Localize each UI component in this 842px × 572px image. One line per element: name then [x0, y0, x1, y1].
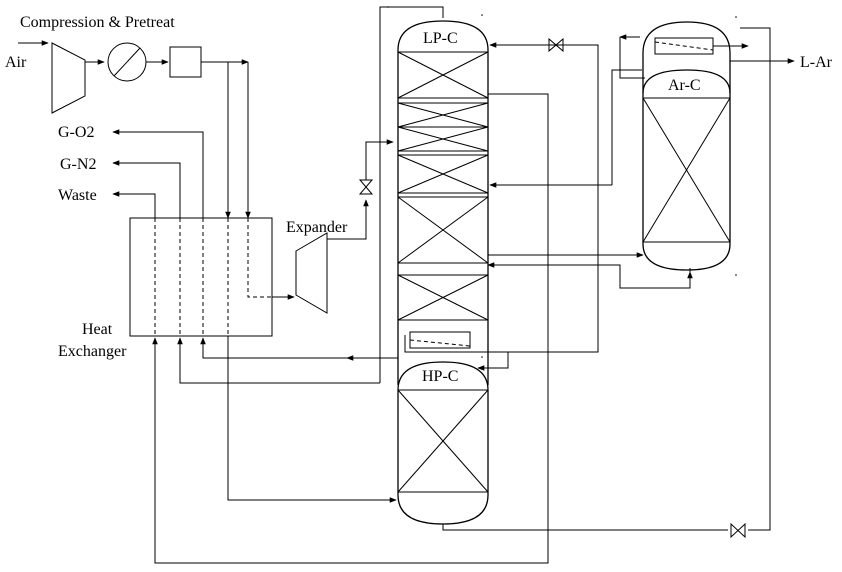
- lp-c-label: LP-C: [423, 30, 458, 47]
- expander-outlet-line: [327, 199, 369, 240]
- purifier-box: [169, 46, 202, 78]
- expander-label: Expander: [286, 219, 348, 236]
- argon-valve-icon: [730, 522, 746, 539]
- air-distribution-lines: [201, 59, 251, 219]
- product-outlet-lines: [112, 129, 204, 218]
- hp-c-label: HP-C: [422, 368, 458, 385]
- heat-exchanger-passes: [154, 218, 292, 336]
- l-ar-label: L-Ar: [800, 54, 833, 71]
- expander-valve-icon: [358, 179, 374, 195]
- main-condenser: [409, 331, 471, 349]
- compression-label: Compression & Pretreat: [20, 14, 175, 31]
- hp-c-column: [397, 361, 489, 525]
- ar-c-condenser: [654, 37, 714, 55]
- ar-c-label: Ar-C: [668, 77, 701, 94]
- heat-exchanger-label-line1: Heat: [82, 321, 113, 338]
- lp-c-reflux-valve-icon: [548, 37, 564, 53]
- g-o2-label: G-O2: [58, 124, 94, 141]
- air-label: Air: [5, 54, 27, 71]
- cooler-icon: [107, 42, 147, 82]
- expander-to-lpc-line: [365, 139, 394, 180]
- waste-label: Waste: [58, 187, 97, 204]
- compressor-icon: [51, 42, 86, 114]
- junction-dots: [387, 6, 737, 358]
- expander-icon: [295, 232, 328, 314]
- lp-c-column: [397, 20, 489, 385]
- heat-exchanger-box: [129, 217, 273, 337]
- g-n2-label: G-N2: [60, 156, 96, 173]
- heat-exchanger-label-line2: Exchanger: [58, 343, 127, 360]
- ar-c-connection-lines: [619, 27, 795, 79]
- ar-c-column: [642, 21, 731, 271]
